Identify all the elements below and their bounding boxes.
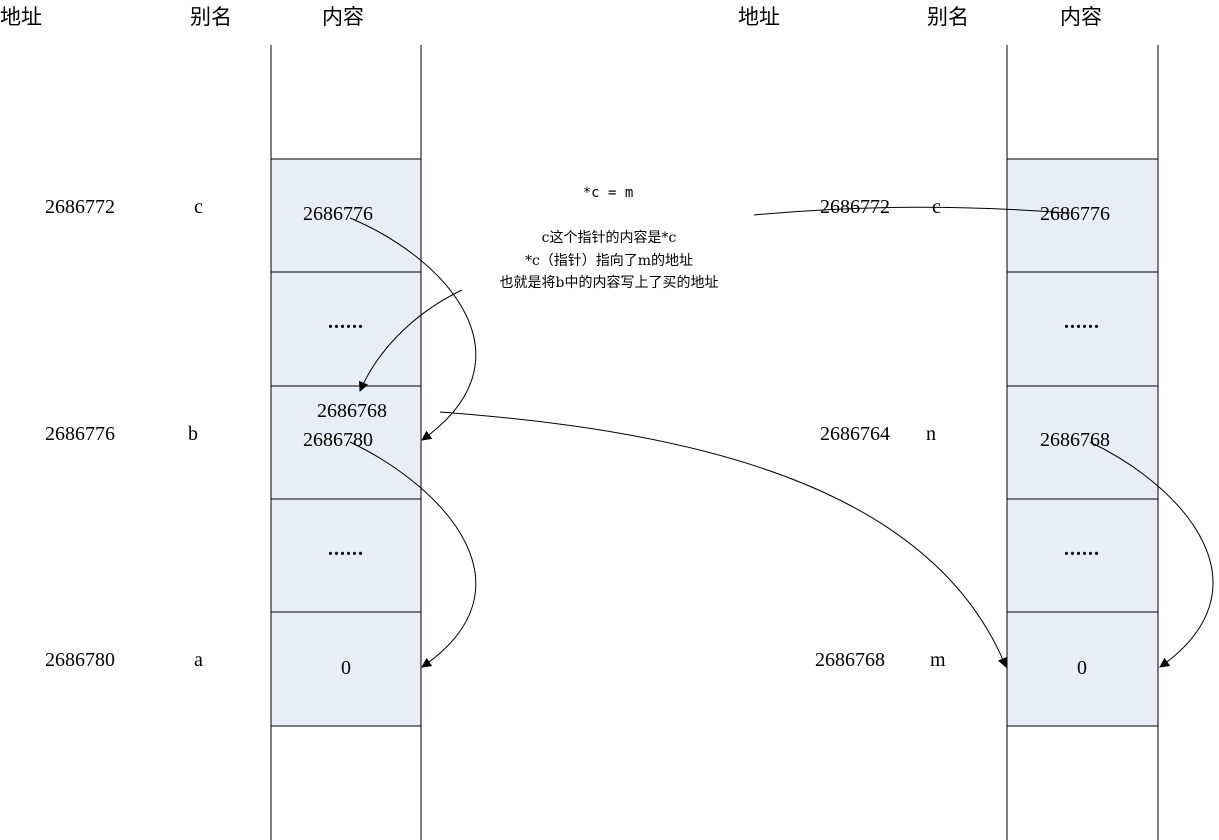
annotation-line-2: *c（指针）指向了m的地址 [524,253,694,269]
right-memory-cells [1006,158,1159,727]
arrow-b-to-a [349,441,477,668]
arrow-b-to-m [439,411,1008,668]
annotation-line-3: 也就是将b中的内容写上了买的地址 [499,275,719,291]
left-content-b-top: 2686768 [317,400,387,422]
arrow-note-to-b [359,289,463,392]
right-alias-m: m [930,649,946,671]
arrow-c-to-b [349,217,477,441]
left-address-c: 2686772 [45,196,115,218]
left-memory-cells [270,158,422,727]
left-content-gap-1: ...... [328,311,364,333]
left-cell-c [270,158,422,273]
right-content-gap-2: ...... [1064,538,1100,560]
left-header-content: 内容 [322,5,364,29]
right-cell-n [1006,385,1159,500]
right-cell-gap-1 [1006,271,1159,387]
left-cell-gap-2 [270,498,422,613]
right-content-n: 2686768 [1040,429,1110,451]
right-content-c: 2686776 [1040,203,1110,225]
right-cell-gap-2 [1006,498,1159,613]
left-alias-c: c [194,196,203,218]
right-address-n: 2686764 [820,423,890,445]
arrow-n-to-m [1089,441,1214,668]
right-header-content: 内容 [1060,5,1102,29]
right-content-m: 0 [1077,657,1087,679]
right-header-alias: 别名 [927,5,969,29]
right-address-m: 2686768 [815,649,885,671]
left-address-b: 2686776 [45,423,115,445]
annotation-line-1: c这个指针的内容是*c [541,230,677,246]
left-header-address: 地址 [0,5,42,29]
left-content-gap-2: ...... [328,538,364,560]
left-address-a: 2686780 [45,649,115,671]
left-alias-a: a [194,649,203,671]
right-cell-m [1006,611,1159,727]
right-alias-n: n [926,423,936,445]
annotation-code: *c = m [582,185,634,201]
left-content-a: 0 [341,657,351,679]
left-alias-b: b [188,423,198,445]
left-content-c: 2686776 [303,203,373,225]
left-header-alias: 别名 [190,5,232,29]
right-alias-c: c [932,196,941,218]
right-header-address: 地址 [738,5,780,29]
strike-line-right-c [753,206,1071,216]
right-content-gap-1: ...... [1064,311,1100,333]
right-address-c: 2686772 [820,196,890,218]
left-content-b: 2686780 [303,429,373,451]
